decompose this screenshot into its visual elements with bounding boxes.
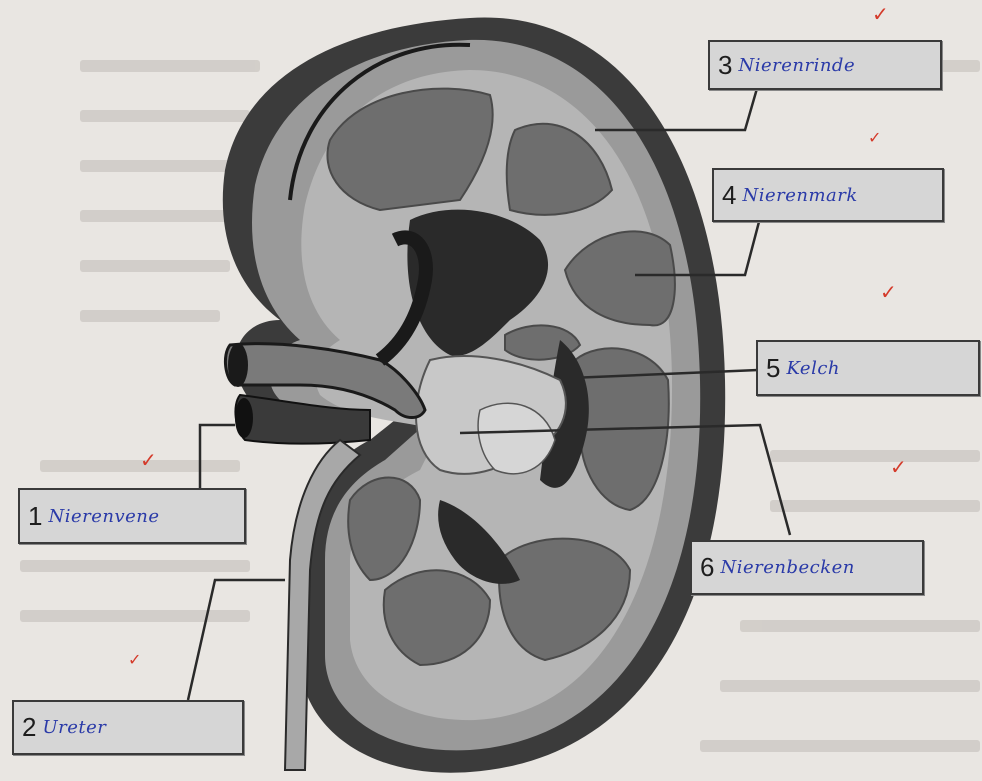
label-box-5: 5 Kelch	[756, 340, 980, 396]
checkmark-2: ✓	[128, 650, 141, 669]
label-answer: Kelch	[786, 358, 840, 379]
label-box-2: 2 Ureter	[12, 700, 244, 755]
checkmark-6: ✓	[890, 455, 907, 479]
checkmark-4: ✓	[868, 128, 881, 147]
renal-artery-opening	[235, 398, 253, 438]
label-answer: Nierenvene	[48, 506, 159, 527]
checkmark-1: ✓	[140, 448, 157, 472]
leader-line-2	[188, 580, 285, 700]
label-box-1: 1 Nierenvene	[18, 488, 246, 544]
leader-line-1	[200, 425, 235, 488]
label-number: 4	[722, 180, 736, 211]
label-number: 1	[28, 501, 42, 532]
checkmark-3: ✓	[872, 2, 889, 26]
label-box-3: 3 Nierenrinde	[708, 40, 942, 90]
checkmark-5: ✓	[880, 280, 897, 304]
label-answer: Nierenrinde	[738, 55, 855, 76]
label-number: 3	[718, 50, 732, 81]
renal-vein-opening	[228, 343, 248, 387]
label-number: 5	[766, 353, 780, 384]
label-answer: Ureter	[42, 717, 106, 738]
label-answer: Nierenmark	[742, 185, 857, 206]
label-number: 6	[700, 552, 714, 583]
label-box-6: 6 Nierenbecken	[690, 540, 924, 595]
label-box-4: 4 Nierenmark	[712, 168, 944, 222]
label-number: 2	[22, 712, 36, 743]
label-answer: Nierenbecken	[720, 557, 854, 578]
